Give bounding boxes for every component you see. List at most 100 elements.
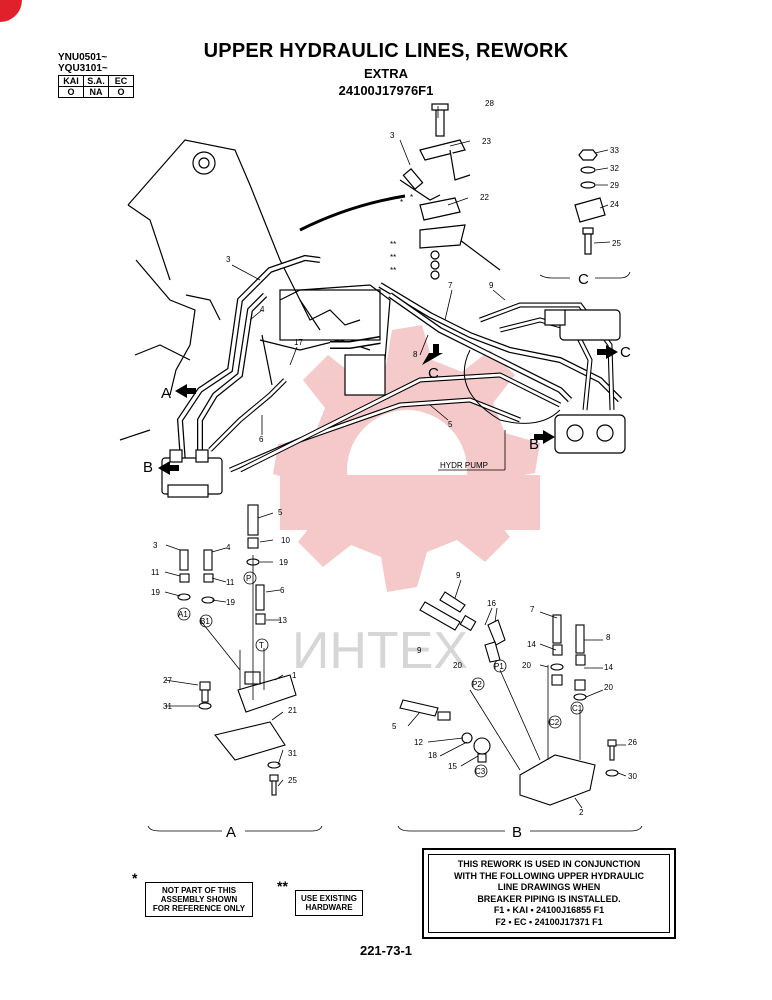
view-label-c-main-left: C xyxy=(428,365,439,382)
callout-7: 7 xyxy=(448,281,453,290)
rework-line-2: WITH THE FOLLOWING UPPER HYDRAULIC xyxy=(454,870,644,881)
callout-4: 4 xyxy=(260,305,265,314)
view-label-b-main-left: B xyxy=(143,459,153,476)
detail-b-parts xyxy=(399,591,619,806)
callout-27: 27 xyxy=(163,676,172,685)
rework-line-4: BREAKER PIPING IS INSTALLED. xyxy=(477,893,621,904)
note-dstar-line-2: HARDWARE xyxy=(305,903,353,912)
callout-5-b: 5 xyxy=(392,722,397,731)
callout-5: 5 xyxy=(448,420,453,429)
callout-4-a: 4 xyxy=(226,543,231,552)
page-title: UPPER HYDRAULIC LINES, REWORK xyxy=(203,40,569,62)
callout-3-a: 3 xyxy=(153,541,158,550)
callout-13: 13 xyxy=(278,616,287,625)
model-serial-2: YQU3101~ xyxy=(58,63,108,74)
callout-17: 17 xyxy=(294,338,303,347)
code-val-ec: O xyxy=(108,86,134,98)
callout-32: 32 xyxy=(610,164,619,173)
note-dstar-symbol: ** xyxy=(277,878,288,894)
port-c1: C1 xyxy=(572,704,583,713)
view-label-a-main: A xyxy=(161,385,171,402)
callout-29: 29 xyxy=(610,181,619,190)
callout-star-a: * xyxy=(400,198,403,207)
port-t: T xyxy=(259,641,264,650)
callout-7-b: 7 xyxy=(530,605,535,614)
rework-line-5: F1 • KAI • 24100J16855 F1 xyxy=(493,905,605,915)
rework-note-box: THIS REWORK IS USED IN CONJUNCTION WITH … xyxy=(422,848,676,939)
detail-a-lines xyxy=(147,555,323,832)
corner-logo-mark xyxy=(0,0,22,22)
port-p1: P1 xyxy=(494,662,504,671)
watermark-gear xyxy=(273,325,540,592)
view-arrows xyxy=(158,344,618,475)
clamp-parts-upper xyxy=(399,103,471,280)
callout-20-a: 20 xyxy=(453,661,462,670)
detail-b-lines xyxy=(397,271,643,832)
port-c3: C3 xyxy=(475,767,486,776)
port-b1: B1 xyxy=(200,617,210,626)
view-label-b-main-right: B xyxy=(529,436,539,453)
watermark-text: ИНТЕХ xyxy=(292,622,468,680)
view-label-c-main-right: C xyxy=(620,344,631,361)
callout-star-b: * xyxy=(410,193,413,202)
callout-18: 18 xyxy=(428,751,437,760)
callout-25-c: 25 xyxy=(612,239,621,248)
callout-9-b1: 9 xyxy=(456,571,461,580)
leader-lines xyxy=(164,106,627,809)
rework-line-6: F2 • EC • 24100J17371 F1 xyxy=(495,916,603,927)
callout-6: 6 xyxy=(259,435,264,444)
note-star-symbol: * xyxy=(132,870,138,886)
note-star-line-3: FOR REFERENCE ONLY xyxy=(152,904,246,913)
callout-23: 23 xyxy=(482,137,491,146)
port-p2: P2 xyxy=(472,680,482,689)
note-reference-box: NOT PART OF THIS ASSEMBLY SHOWN FOR REFE… xyxy=(145,882,253,917)
port-c2: C2 xyxy=(549,718,560,727)
view-label-c: C xyxy=(578,271,589,288)
callout-1: 1 xyxy=(292,671,297,680)
drawing-part-number: 24100J17976F1 xyxy=(338,83,434,98)
code-val-sa: NA xyxy=(83,86,109,98)
view-b-arrow-left xyxy=(158,461,179,475)
view-c-arrow-right xyxy=(597,345,618,359)
callout-12: 12 xyxy=(414,738,423,747)
callout-3: 3 xyxy=(226,255,231,264)
callout-dstar-a: ** xyxy=(390,240,396,249)
callout-20-b: 20 xyxy=(522,661,531,670)
rework-line-3: LINE DRAWINGS WHEN xyxy=(497,882,601,892)
callout-33: 33 xyxy=(610,146,619,155)
view-label-a: A xyxy=(226,824,236,841)
note-hardware-box: USE EXISTING HARDWARE xyxy=(295,890,363,916)
port-p: P xyxy=(246,574,251,583)
callout-3-top: 3 xyxy=(390,131,395,140)
callout-28: 28 xyxy=(485,99,494,108)
callout-14-b: 14 xyxy=(604,663,613,672)
callout-15: 15 xyxy=(448,762,457,771)
callout-16: 16 xyxy=(487,599,496,608)
callout-5-a: 5 xyxy=(278,508,283,517)
callout-11-a: 11 xyxy=(151,568,160,577)
view-c-arrow-up xyxy=(422,344,443,365)
callout-22: 22 xyxy=(480,193,489,202)
callout-21: 21 xyxy=(288,706,297,715)
callout-8: 8 xyxy=(413,350,418,359)
rework-line-1: THIS REWORK IS USED IN CONJUNCTION xyxy=(457,859,641,869)
callout-19-a1: 19 xyxy=(279,558,288,567)
note-star-line-2: ASSEMBLY SHOWN xyxy=(160,895,238,904)
callout-31-b: 31 xyxy=(288,749,297,758)
port-a1: A1 xyxy=(178,610,188,619)
callout-9-b2: 9 xyxy=(417,646,422,655)
detail-a-parts xyxy=(177,504,297,796)
callout-8-b: 8 xyxy=(606,633,611,642)
callout-labels: 28 3 23 22 * * ** ** ** 33 32 29 24 25 C… xyxy=(143,99,637,841)
callout-10: 10 xyxy=(281,536,290,545)
view-b-arrow-right xyxy=(534,430,555,444)
callout-9: 9 xyxy=(489,281,494,290)
callout-30: 30 xyxy=(628,772,637,781)
callout-dstar-c: ** xyxy=(390,266,396,275)
market-code-table: KAI S.A. EC O NA O xyxy=(58,75,134,98)
hydr-pump-label: HYDR PUMP xyxy=(440,461,488,470)
callout-2: 2 xyxy=(579,808,584,817)
note-dstar-line-1: USE EXISTING xyxy=(300,894,357,903)
